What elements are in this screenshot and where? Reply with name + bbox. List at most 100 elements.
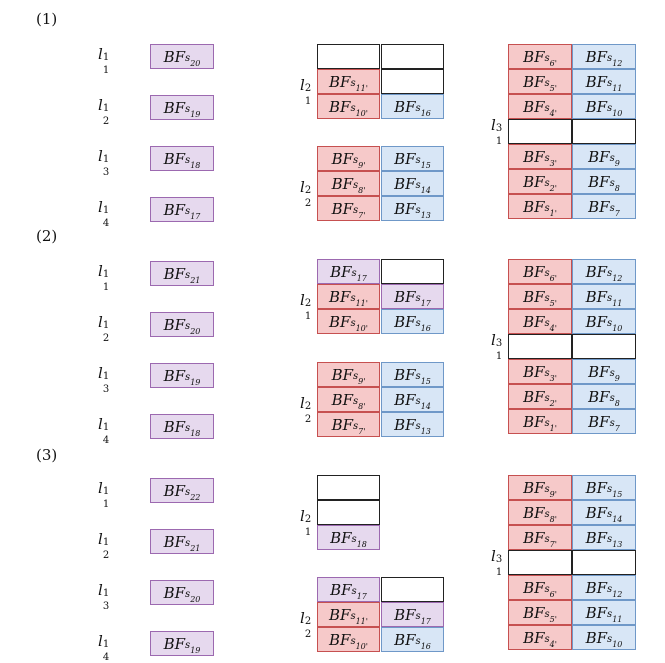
p1-mid-empty-c xyxy=(381,69,444,94)
p2-mid-empty xyxy=(381,259,444,284)
panel-label-1: (1) xyxy=(36,10,58,28)
p3-rt-empty-b xyxy=(572,550,636,575)
p1-mid-empty-a xyxy=(317,44,380,69)
p3-mid-empty-b xyxy=(317,500,380,525)
p1-rt-empty-a xyxy=(508,119,572,144)
panel-label-3: (3) xyxy=(36,446,58,464)
p3-mid-empty-a xyxy=(317,475,380,500)
p2-rt-empty-b xyxy=(572,334,636,359)
p3-rt-empty-a xyxy=(508,550,572,575)
panel-label-2: (2) xyxy=(36,227,58,245)
p2-rt-empty-a xyxy=(508,334,572,359)
